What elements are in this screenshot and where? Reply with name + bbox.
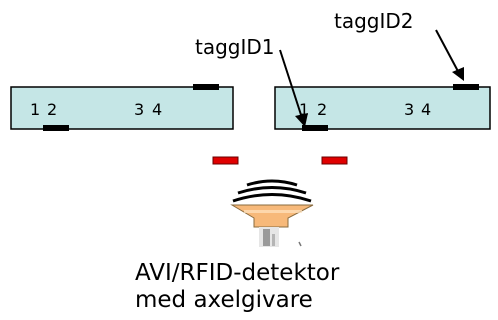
wagon-2-position-1: 1 [299,100,309,119]
wagon-1: 1 2 3 4 [10,84,234,131]
detector-label-line1: AVI/RFID-detektor [135,260,340,286]
wagon-1-position-2: 2 [47,100,57,119]
wagon-1-position-1: 1 [30,100,40,119]
wagon-1-position-4: 4 [152,100,162,119]
wagon-2-position-4: 4 [421,100,431,119]
wagon-2-top-tag [453,84,479,90]
wagon-2-position-2: 2 [317,100,327,119]
tag-id-1-arrow [279,49,308,127]
wagon-2: 1 2 3 4 [274,84,491,131]
wagon-1-top-tag [193,84,219,90]
axle-sensor-left [212,156,239,165]
wagon-2-position-3: 3 [404,100,414,119]
tag-id-2-label: taggID2 [334,9,414,33]
wagon-1-bottom-tag [43,125,69,131]
radio-waves-icon [232,179,312,203]
tag-id-2-arrow [435,29,464,81]
axle-sensor-right [321,156,348,165]
detector-label-line2: med axelgivare [135,287,313,313]
wagon-2-body [274,86,491,130]
rfid-reader-icon [230,204,314,247]
wagon-1-position-3: 3 [134,100,144,119]
wagon-1-body [10,86,234,130]
tag-id-1-label: taggID1 [195,35,275,59]
wagon-2-bottom-tag [302,125,328,131]
